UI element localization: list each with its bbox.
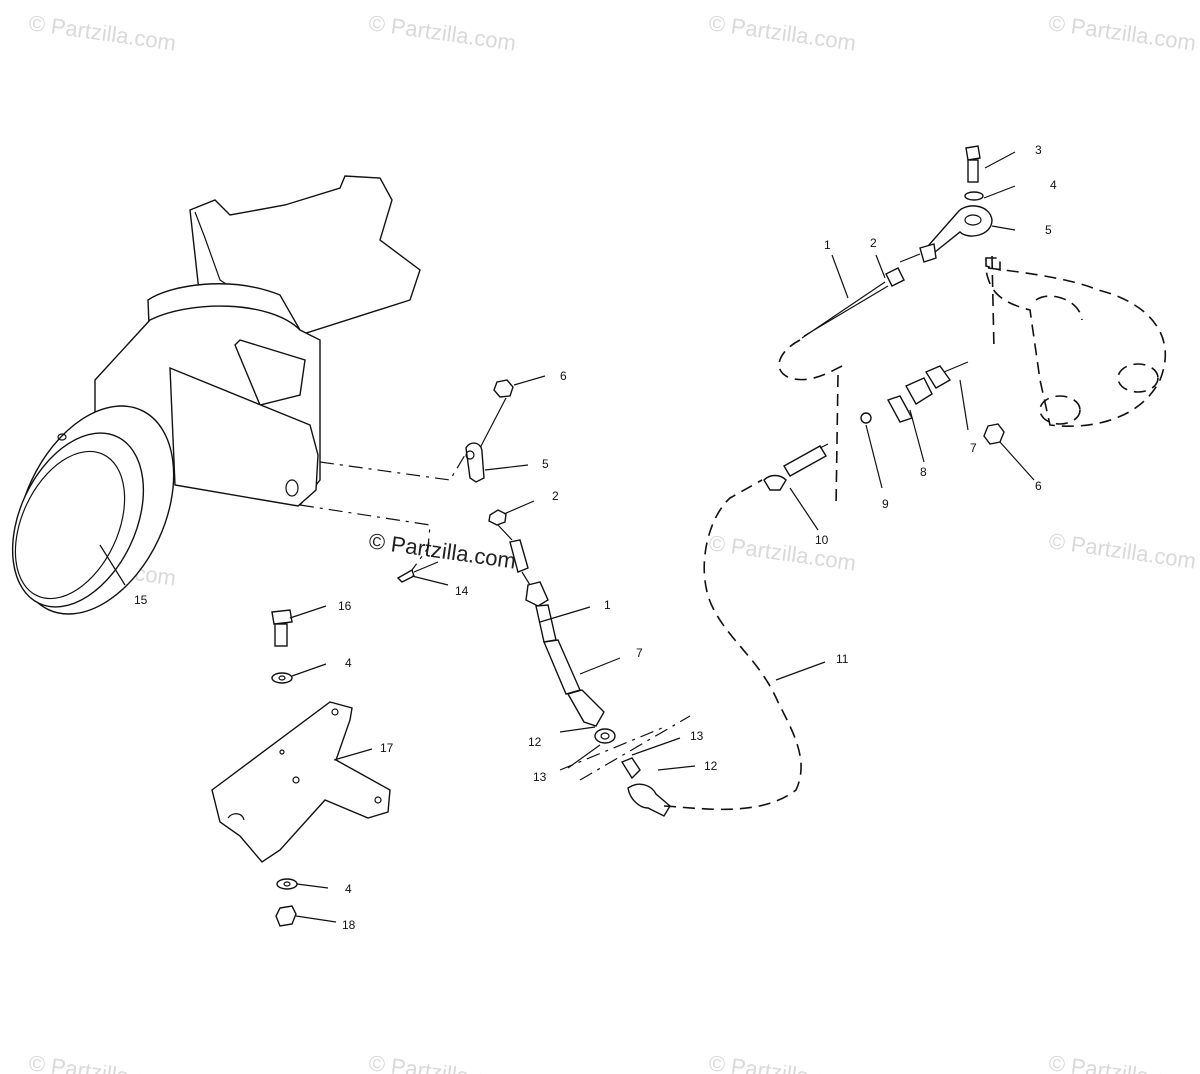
watermark-bottom-2: © Partzilla.com bbox=[367, 1050, 517, 1074]
callout-9: 9 bbox=[882, 497, 889, 511]
callout-12-right: 12 bbox=[704, 759, 718, 773]
left-cable-drawing bbox=[299, 379, 802, 817]
watermark-top-2: © Partzilla.com bbox=[367, 10, 517, 55]
callout-15: 15 bbox=[134, 593, 148, 607]
callout-10: 10 bbox=[815, 533, 829, 547]
callout-4-bottom: 4 bbox=[345, 882, 352, 896]
steering-column-drawing bbox=[11, 175, 421, 615]
callout-7-right: 7 bbox=[970, 441, 977, 455]
callout-18: 18 bbox=[342, 918, 356, 932]
callout-2-right: 2 bbox=[870, 236, 877, 250]
callout-16: 16 bbox=[338, 599, 352, 613]
callout-17: 17 bbox=[380, 741, 394, 755]
callout-1-right: 1 bbox=[824, 238, 831, 252]
watermark-mid-4: © Partzilla.com bbox=[1047, 528, 1197, 573]
callout-14: 14 bbox=[455, 584, 469, 598]
callout-labels: 3 4 5 1 2 6 5 2 1 7 12 13 13 12 11 7 8 9… bbox=[134, 143, 1057, 932]
watermark-bottom-3: © Partzilla.com bbox=[707, 1050, 857, 1074]
callout-2-left: 2 bbox=[552, 489, 559, 503]
callout-5-right: 5 bbox=[1045, 223, 1052, 237]
callout-4-top: 4 bbox=[1050, 178, 1057, 192]
callout-4-mid: 4 bbox=[345, 656, 352, 670]
watermark-top-3: © Partzilla.com bbox=[707, 10, 857, 55]
right-assembly-drawing bbox=[763, 145, 1166, 509]
watermark-mid-3: © Partzilla.com bbox=[707, 530, 857, 575]
callout-12-left: 12 bbox=[528, 735, 542, 749]
callout-8: 8 bbox=[920, 465, 927, 479]
callout-1-left: 1 bbox=[604, 598, 611, 612]
callout-3: 3 bbox=[1035, 143, 1042, 157]
watermark-center: © Partzilla.com bbox=[367, 528, 517, 573]
callout-13-left: 13 bbox=[533, 770, 547, 784]
bracket-hardware-drawing bbox=[211, 609, 391, 927]
callout-6-right: 6 bbox=[1035, 479, 1042, 493]
leader-lines bbox=[99, 151, 1035, 923]
watermark-top-4: © Partzilla.com bbox=[1047, 10, 1197, 55]
callout-7-left: 7 bbox=[636, 646, 643, 660]
callout-13-right: 13 bbox=[690, 729, 704, 743]
callout-6-left: 6 bbox=[560, 369, 567, 383]
watermark-bottom-4: © Partzilla.com bbox=[1047, 1050, 1197, 1074]
watermarks: © Partzilla.com © Partzilla.com © Partzi… bbox=[27, 10, 1197, 1074]
watermark-bottom-1: © Partzilla.com bbox=[27, 1050, 177, 1074]
watermark-top-1: © Partzilla.com bbox=[27, 10, 177, 55]
callout-11: 11 bbox=[836, 652, 849, 666]
callout-5-left: 5 bbox=[542, 457, 549, 471]
